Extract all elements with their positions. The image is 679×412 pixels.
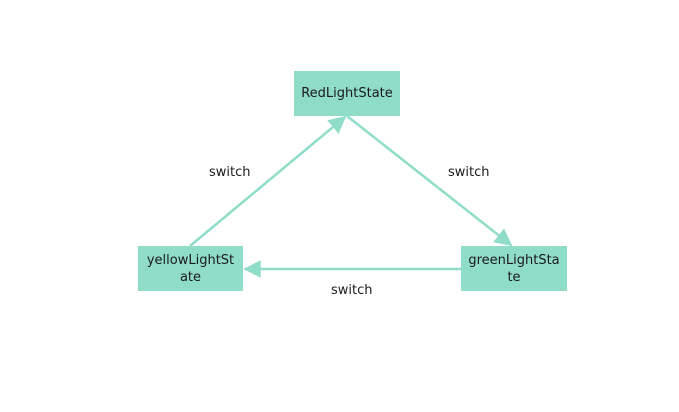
node-red-light-state[interactable]: RedLightState [294,71,400,116]
edge-label-yellow-to-red: switch [209,165,251,180]
edge-yellow-to-red [189,115,347,247]
node-green-label: greenLightState [468,252,560,285]
edge-label-green-to-yellow: switch [331,283,373,298]
node-green-light-state[interactable]: greenLightState [461,246,567,291]
edge-red-to-green [346,115,513,247]
node-yellow-label: yellowLightState [146,252,235,285]
node-red-label: RedLightState [301,86,393,101]
edge-label-red-to-green: switch [448,165,490,180]
node-yellow-light-state[interactable]: yellowLightState [138,246,243,291]
